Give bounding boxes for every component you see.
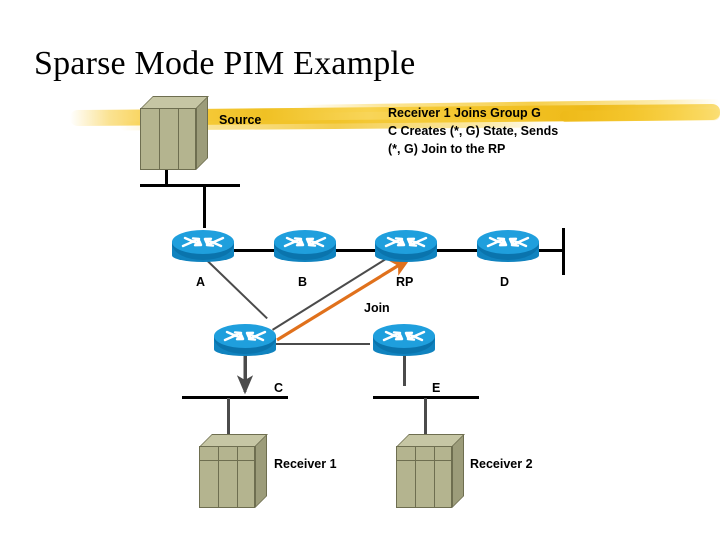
router-top (214, 324, 276, 348)
link-bus-to-router-a (203, 186, 206, 228)
link-a-to-b (231, 249, 279, 252)
label-router-b: B (298, 275, 308, 289)
host-front-face (140, 108, 196, 170)
ethernet-segment-receiver1 (182, 396, 288, 399)
host-front-face (199, 446, 255, 508)
router-arrows-icon (384, 236, 428, 248)
label-router-a: A (196, 275, 206, 289)
ethernet-segment-receiver2 (373, 396, 479, 399)
router-c-icon (214, 322, 276, 362)
router-top (375, 230, 437, 254)
link-e-downlink (403, 352, 406, 386)
host-front-face (396, 446, 452, 508)
host-receiver2 (396, 434, 465, 510)
host-divider-1 (218, 446, 219, 508)
page-title: Sparse Mode PIM Example (34, 45, 416, 82)
label-router-e: E (432, 381, 441, 395)
router-top (477, 230, 539, 254)
host-source (140, 96, 209, 172)
router-d-icon (477, 228, 539, 268)
host-divider-h (199, 460, 255, 461)
router-top (172, 230, 234, 254)
label-receiver1: Receiver 1 (274, 457, 337, 471)
router-arrows-icon (382, 330, 426, 342)
highlight-brush-tail (559, 109, 720, 122)
router-top (274, 230, 336, 254)
link-rp-to-d (434, 249, 482, 252)
label-receiver2: Receiver 2 (470, 457, 533, 471)
link-d-stub (536, 249, 562, 252)
link-bus-to-receiver2 (424, 398, 427, 436)
router-arrows-icon (181, 236, 225, 248)
host-divider-2 (434, 446, 435, 508)
link-bus-to-receiver1 (227, 398, 230, 436)
router-b-icon (274, 228, 336, 268)
router-a-icon (172, 228, 234, 268)
link-c-to-e (270, 343, 370, 345)
ethernet-segment-source (140, 184, 240, 187)
router-top (373, 324, 435, 348)
host-divider-h (396, 460, 452, 461)
host-divider-1 (415, 446, 416, 508)
link-source-to-bus (165, 157, 168, 184)
router-rp-icon (375, 228, 437, 268)
label-router-d: D (500, 275, 510, 289)
label-join-flow: Join (364, 301, 390, 315)
host-side-face (255, 434, 267, 508)
router-e-icon (373, 322, 435, 362)
label-router-c: C (274, 381, 284, 395)
host-side-face (196, 96, 208, 170)
ethernet-segment-d (562, 228, 565, 275)
label-router-rp: RP (396, 275, 414, 289)
router-arrows-icon (283, 236, 327, 248)
router-arrows-icon (486, 236, 530, 248)
router-arrows-icon (223, 330, 267, 342)
host-divider-2 (237, 446, 238, 508)
host-divider-1 (159, 108, 160, 170)
host-divider-2 (178, 108, 179, 170)
label-source: Source (219, 113, 262, 127)
host-side-face (452, 434, 464, 508)
annotation-text: Receiver 1 Joins Group G C Creates (*, G… (388, 106, 559, 156)
link-b-to-rp (333, 249, 381, 252)
host-receiver1 (199, 434, 268, 510)
